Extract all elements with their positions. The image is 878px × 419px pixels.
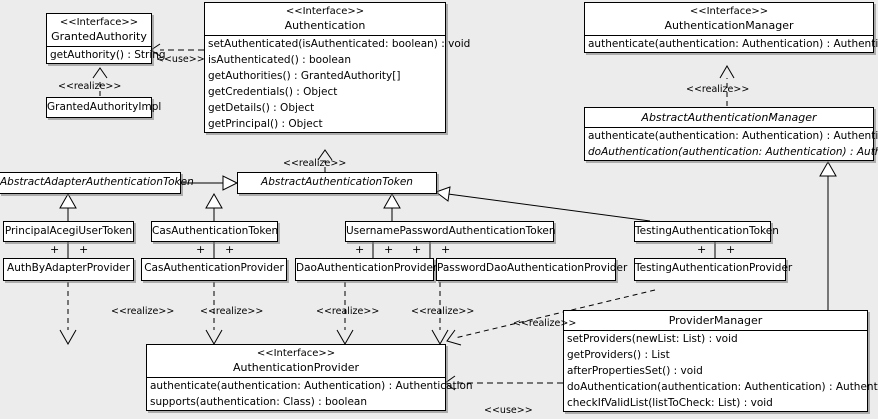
class-header: AbstractAuthenticationManager (585, 108, 873, 128)
class-name: Authentication (284, 19, 366, 32)
class-name: AuthenticationManager (664, 19, 794, 32)
assoc-plus-marker: + (355, 243, 365, 256)
edge-label-use-provider-manager: <<use>> (484, 405, 533, 416)
class-name: AuthenticationProvider (232, 361, 360, 374)
stereotype-interface: <<Interface>> (285, 6, 365, 17)
member-item: authenticate(authentication: Authenticat… (588, 130, 878, 142)
member-item: authenticate(authentication: Authenticat… (150, 380, 473, 392)
edge-label-realize-abstract-authentication-token: <<realize>> (283, 158, 347, 169)
member-item: checkIfValidList(listToCheck: List) : vo… (567, 397, 773, 409)
class-cas-authentication-provider[interactable]: CasAuthenticationProvider (141, 258, 287, 281)
member-item: supports(authentication: Class) : boolea… (150, 396, 367, 408)
class-authentication-provider[interactable]: <<Interface>> AuthenticationProvider aut… (146, 344, 473, 411)
stereotype-interface: <<Interface>> (689, 6, 769, 17)
class-name: AbstractAuthenticationManager (641, 111, 817, 124)
class-provider-manager[interactable]: ProviderManager setProviders(newList: Li… (563, 310, 878, 412)
class-name: ProviderManager (668, 314, 763, 327)
member-list: authenticate(authentication: Authenticat… (585, 128, 878, 160)
member-list: setAuthenticated(isAuthenticated: boolea… (205, 36, 471, 132)
assoc-plus-marker: + (196, 243, 206, 256)
member-item: authenticate(authentication: Authenticat… (588, 38, 878, 50)
member-item: setAuthenticated(isAuthenticated: boolea… (208, 38, 471, 50)
class-abstract-adapter-authentication-token[interactable]: AbstractAdapterAuthenticationToken (0, 172, 194, 194)
class-testing-authentication-provider[interactable]: TestingAuthenticationProvider (634, 258, 792, 281)
assoc-plus-marker: + (225, 243, 235, 256)
member-item: getDetails() : Object (208, 102, 315, 114)
stereotype-interface: <<Interface>> (59, 17, 139, 28)
edge-label-realize-auth-by-adapter-provider: <<realize>> (111, 306, 175, 317)
member-item: getProviders() : List (567, 349, 670, 361)
class-cas-authentication-token[interactable]: CasAuthenticationToken (151, 221, 278, 242)
member-item: getPrincipal() : Object (208, 118, 323, 130)
member-item: afterPropertiesSet() : void (567, 365, 703, 377)
assoc-plus-marker: + (412, 243, 422, 256)
class-abstract-authentication-token[interactable]: AbstractAuthenticationToken (237, 172, 437, 194)
class-dao-authentication-provider[interactable]: DaoAuthenticationProvider (295, 258, 437, 281)
edge-label-use-granted-authority: <<use>> (156, 54, 205, 65)
member-item: getCredentials() : Object (208, 86, 338, 98)
class-auth-by-adapter-provider[interactable]: AuthByAdapterProvider (3, 258, 134, 281)
class-password-dao-authentication-provider[interactable]: PasswordDaoAuthenticationProvider (436, 258, 627, 281)
class-header: <<Interface>> AuthenticationManager (585, 3, 873, 36)
class-name: GrantedAuthority (51, 30, 147, 43)
edge-label-realize-dao-authentication-provider: <<realize>> (316, 306, 380, 317)
class-header: <<Interface>> Authentication (205, 3, 445, 36)
class-granted-authority-impl[interactable]: GrantedAuthorityImpl (46, 97, 161, 118)
edge-label-realize-cas-authentication-provider: <<realize>> (200, 306, 264, 317)
class-header: ProviderManager (564, 311, 867, 331)
class-authentication-manager[interactable]: <<Interface>> AuthenticationManager auth… (584, 2, 878, 53)
edge-label-realize-granted-authority-impl: <<realize>> (58, 81, 122, 92)
member-list: setProviders(newList: List) : void getPr… (564, 331, 878, 411)
member-list: getAuthority() : String (47, 47, 166, 63)
class-header: <<Interface>> GrantedAuthority (47, 14, 151, 47)
class-abstract-authentication-manager[interactable]: AbstractAuthenticationManager authentica… (584, 107, 878, 161)
assoc-plus-marker: + (441, 243, 451, 256)
class-testing-authentication-token[interactable]: TestingAuthenticationToken (634, 221, 779, 242)
member-item: getAuthority() : String (50, 49, 166, 61)
class-authentication[interactable]: <<Interface>> Authentication setAuthenti… (204, 2, 471, 133)
member-item: getAuthorities() : GrantedAuthority[] (208, 70, 401, 82)
assoc-plus-marker: + (79, 243, 89, 256)
member-item: doAuthentication(authentication: Authent… (567, 381, 878, 393)
member-list: authenticate(authentication: Authenticat… (147, 378, 473, 410)
assoc-plus-marker: + (384, 243, 394, 256)
assoc-plus-marker: + (726, 243, 736, 256)
assoc-plus-marker: + (50, 243, 60, 256)
class-granted-authority[interactable]: <<Interface>> GrantedAuthority getAuthor… (46, 13, 166, 64)
member-item: isAuthenticated() : boolean (208, 54, 351, 66)
edge-label-realize-testing-authentication-provider: <<realize>> (513, 318, 577, 329)
assoc-plus-marker: + (697, 243, 707, 256)
stereotype-interface: <<Interface>> (256, 348, 336, 359)
class-header: <<Interface>> AuthenticationProvider (147, 345, 445, 378)
class-username-password-authentication-token[interactable]: UsernamePasswordAuthenticationToken (345, 221, 556, 242)
member-item: doAuthentication(authentication: Authent… (588, 146, 878, 158)
member-list: authenticate(authentication: Authenticat… (585, 36, 878, 52)
edge-label-realize-abstract-authentication-manager: <<realize>> (686, 84, 750, 95)
member-item: setProviders(newList: List) : void (567, 333, 738, 345)
edge-label-realize-password-dao-authentication-provider: <<realize>> (411, 306, 475, 317)
class-principal-acegi-user-token[interactable]: PrincipalAcegiUserToken (3, 221, 134, 242)
